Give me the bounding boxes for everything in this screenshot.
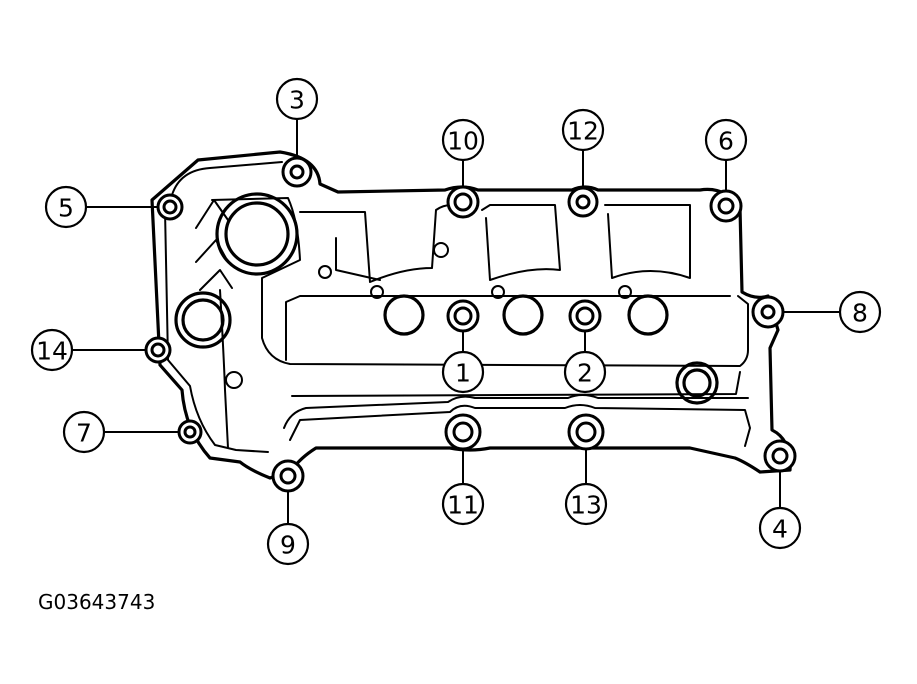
bolt-label-10-text: 10 [447,127,479,156]
bolt-label-1: 1 [441,350,485,394]
bolt-12 [567,186,599,218]
bolt-13 [567,413,605,451]
bolt-label-8: 8 [838,290,882,334]
bolt-label-5-text: 5 [58,194,74,223]
bolt-label-7: 7 [62,410,106,454]
bolt-label-8-text: 8 [852,299,868,328]
small-holes [225,242,632,389]
bolt-label-12: 12 [561,108,605,152]
oil-filler-cap [215,192,299,276]
bolt-2 [568,299,602,333]
bolt-label-14-text: 14 [36,337,68,366]
figure-reference-id: G03643743 [38,590,156,614]
bolt-10 [446,185,480,219]
bolt-label-9-text: 9 [280,531,296,560]
bolt-label-14: 14 [30,328,74,372]
bolt-label-6-text: 6 [718,127,734,156]
bolts [144,156,797,493]
bolt-label-9: 9 [266,522,310,566]
bolt-label-7-text: 7 [76,419,92,448]
bolt-label-5: 5 [44,185,88,229]
plug-tube-holes [174,291,719,405]
bolt-label-4-text: 4 [772,515,788,544]
bolt-1 [446,299,480,333]
bolt-label-4: 4 [758,506,802,550]
bolt-label-2: 2 [563,350,607,394]
bolt-4 [763,439,797,473]
bolt-label-3-text: 3 [289,86,305,115]
bolt-11 [444,413,482,451]
bolt-label-11-text: 11 [447,491,479,520]
bolt-number-labels: 1 2 3 4 5 6 7 8 9 10 11 12 13 14 [30,77,882,566]
bolt-9 [271,459,305,493]
bolt-6 [709,189,743,223]
bolt-8 [751,295,785,329]
bolt-label-11: 11 [441,482,485,526]
bolt-14 [144,336,172,364]
bolt-label-1-text: 1 [455,359,471,388]
bolt-7 [177,419,203,445]
bolt-label-13-text: 13 [570,491,602,520]
bolt-label-6: 6 [704,118,748,162]
bolt-label-13: 13 [564,482,608,526]
bolt-3 [281,156,313,188]
bolt-label-12-text: 12 [567,117,599,146]
bolt-label-2-text: 2 [577,359,593,388]
bolt-label-10: 10 [441,118,485,162]
bolt-5 [156,193,184,221]
bolt-label-3: 3 [275,77,319,121]
